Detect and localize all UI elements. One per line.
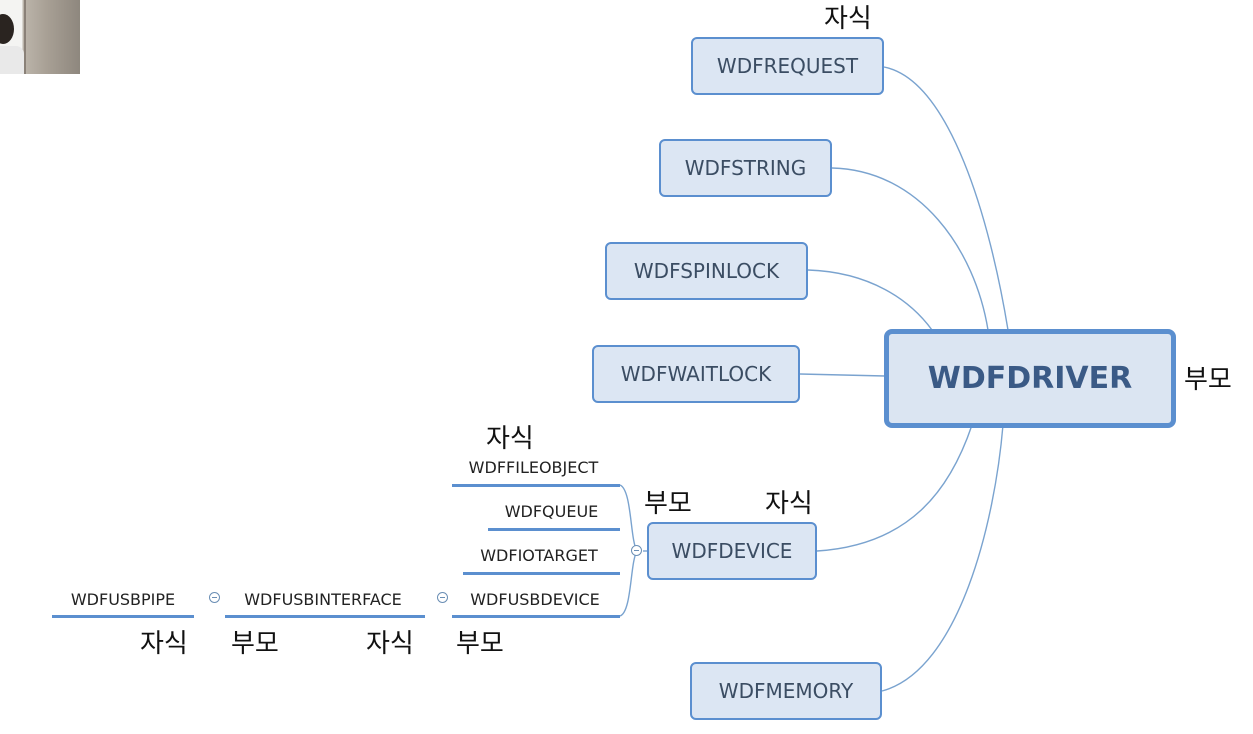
leaf-wdfusbinterface[interactable]: WDFUSBINTERFACE xyxy=(228,590,418,609)
collapse-toggle-wdfusbinterface[interactable] xyxy=(209,592,220,603)
leaf-wdfusbdevice[interactable]: WDFUSBDEVICE xyxy=(455,590,615,609)
leaf-label: WDFUSBDEVICE xyxy=(470,590,600,609)
leaf-label: WDFUSBINTERFACE xyxy=(244,590,402,609)
node-label: WDFMEMORY xyxy=(718,679,854,703)
connector-root-waitlock xyxy=(799,373,886,377)
node-label: WDFDRIVER xyxy=(927,361,1133,396)
annotation-usbinterface-parent: 부모 xyxy=(231,629,279,659)
leaf-wdfusbpipe[interactable]: WDFUSBPIPE xyxy=(54,590,192,609)
annotation-fileobject-child: 자식 xyxy=(486,424,534,454)
connector-root-request xyxy=(883,66,1009,331)
leaf-wdfqueue[interactable]: WDFQUEUE xyxy=(488,502,615,521)
leaf-underline xyxy=(463,572,620,575)
collapse-toggle-wdfusbdevice[interactable] xyxy=(437,592,448,603)
node-wdfrequest[interactable]: WDFREQUEST xyxy=(691,37,884,95)
connector-root-memory xyxy=(881,424,1004,692)
presenter-head xyxy=(0,14,14,44)
leaf-underline xyxy=(452,615,620,618)
node-label: WDFWAITLOCK xyxy=(620,362,772,386)
leaf-wdfiotarget[interactable]: WDFIOTARGET xyxy=(463,546,615,565)
leaf-label: WDFUSBPIPE xyxy=(70,590,176,609)
node-label: WDFREQUEST xyxy=(716,54,859,78)
node-label: WDFDEVICE xyxy=(671,539,793,563)
connector-root-string xyxy=(831,167,989,331)
presenter-webcam-thumbnail xyxy=(0,0,80,74)
node-wdfstring[interactable]: WDFSTRING xyxy=(659,139,832,197)
annotation-usbinterface-child: 자식 xyxy=(366,629,414,659)
leaf-wdffileobject[interactable]: WDFFILEOBJECT xyxy=(452,458,615,477)
annotation-driver-parent: 부모 xyxy=(1184,365,1232,395)
node-wdfwaitlock[interactable]: WDFWAITLOCK xyxy=(592,345,800,403)
connector-root-device xyxy=(816,424,973,552)
node-wdfspinlock[interactable]: WDFSPINLOCK xyxy=(605,242,808,300)
annotation-usbdevice-parent: 부모 xyxy=(456,629,504,659)
connector-root-spinlock xyxy=(807,269,933,331)
node-wdfdriver-root[interactable]: WDFDRIVER xyxy=(884,329,1176,428)
annotation-device-child: 자식 xyxy=(765,489,813,519)
annotation-usbpipe-child: 자식 xyxy=(140,629,188,659)
collapse-toggle-wdfdevice[interactable] xyxy=(631,545,642,556)
leaf-label: WDFIOTARGET xyxy=(480,546,598,565)
node-label: WDFSTRING xyxy=(684,156,807,180)
node-label: WDFSPINLOCK xyxy=(633,259,780,283)
annotation-device-parent: 부모 xyxy=(644,489,692,519)
presenter-shirt xyxy=(0,46,24,74)
leaf-underline xyxy=(52,615,194,618)
node-wdfdevice[interactable]: WDFDEVICE xyxy=(647,522,817,580)
leaf-label: WDFFILEOBJECT xyxy=(468,458,599,477)
background-door-frame xyxy=(24,0,26,74)
annotation-request-child: 자식 xyxy=(824,4,872,34)
leaf-underline xyxy=(488,528,620,531)
leaf-label: WDFQUEUE xyxy=(504,502,599,521)
leaf-underline xyxy=(452,484,620,487)
node-wdfmemory[interactable]: WDFMEMORY xyxy=(690,662,882,720)
leaf-underline xyxy=(225,615,425,618)
